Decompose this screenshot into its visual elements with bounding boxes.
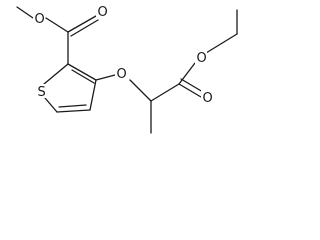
bond-ch-ester-c: [150, 83, 180, 102]
bond-ring-c3-ether-o: [95, 74, 116, 81]
bond-ring-c4-c5-double: [58, 104, 87, 108]
bond-ether-o-ch: [129, 79, 152, 102]
atom-label-bg: [96, 4, 108, 18]
bond-ring-c4-c5: [56, 109, 91, 113]
atom-o-methoxy-label: O: [35, 12, 45, 27]
atom-label-layer: O O S O O O: [33, 4, 213, 106]
bond-ester-c-o-1: [178, 83, 202, 98]
bond-ester-c-o-2: [180, 78, 204, 93]
bond-ring-c3-c4: [89, 79, 97, 111]
atom-o-ethyl-ester-label: O: [197, 51, 207, 66]
bond-layer: [16, 6, 238, 134]
atom-o-carbonyl-label: O: [98, 5, 108, 20]
chemical-structure-diagram: O O S O O O: [16, 4, 238, 134]
bond-ester-c-o-single: [178, 62, 196, 85]
atom-label-bg: [36, 84, 48, 98]
atom-o-ether-label: O: [117, 67, 127, 82]
bond-methoxy-o-carbonyl-c: [45, 17, 69, 33]
atom-o-ethyl-carbonyl-label: O: [203, 91, 213, 106]
bond-ring-c2-c3-double: [71, 69, 95, 84]
atom-label-bg: [33, 11, 45, 25]
bond-ring-c2-c3: [67, 63, 97, 81]
atom-label-bg: [115, 66, 127, 80]
bond-ring-s-c2: [43, 63, 69, 85]
bond-methyl-o: [16, 6, 34, 19]
atom-label-bg: [195, 50, 207, 64]
bond-ring-c5-s: [44, 97, 58, 113]
atom-label-bg: [201, 90, 213, 104]
bond-carbonyl-c-o-1: [67, 15, 97, 33]
bond-o-ethyl-ch2: [205, 33, 238, 54]
bond-carbonyl-c-o-2: [70, 19, 99, 37]
atom-s-thiophene-label: S: [38, 85, 46, 100]
